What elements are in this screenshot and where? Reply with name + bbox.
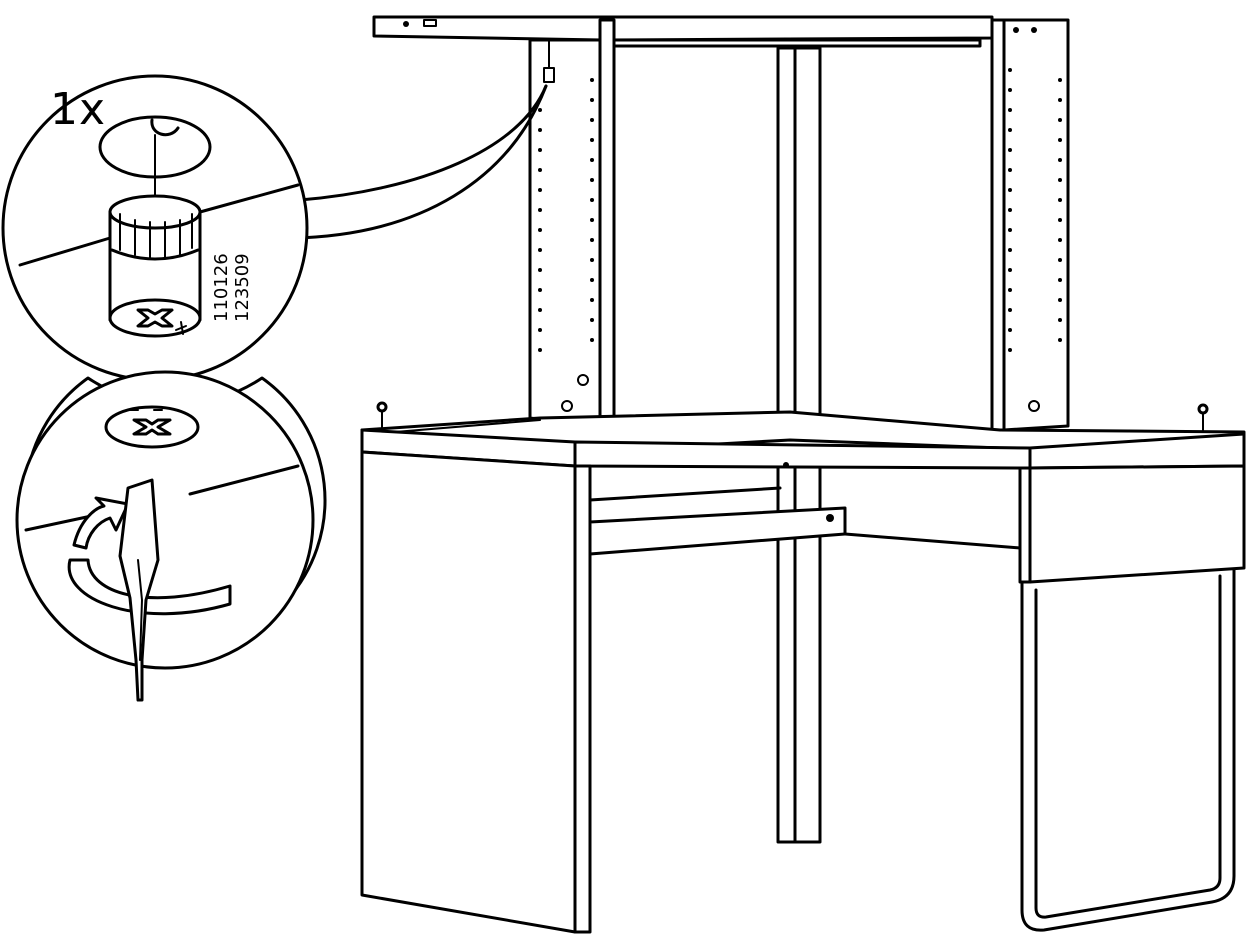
clockwise-arrow-icon — [67, 496, 232, 616]
hutch-side-panel-right — [990, 18, 1006, 432]
corner-leg-lower — [776, 460, 822, 844]
back-rail — [588, 506, 847, 556]
desk-right-metal-leg — [1020, 568, 1236, 932]
callout-connector — [298, 84, 548, 202]
cam-lock-fitting-icon — [108, 194, 202, 338]
desk-left-leg-panel — [360, 450, 577, 934]
detail-tighten-cam — [15, 370, 327, 702]
shelf-pin-holes — [403, 21, 1062, 522]
part-number-2: 123509 — [232, 253, 253, 322]
detail-insert-cam — [1, 74, 309, 382]
drawer-front — [1028, 464, 1246, 584]
screwdriver-icon — [118, 478, 160, 702]
corner-post — [776, 46, 822, 420]
hutch-top-shelf — [372, 15, 604, 42]
part-number-1: 110126 — [211, 253, 232, 322]
quantity-label: 1x — [50, 84, 107, 135]
corner-desk — [360, 15, 1246, 934]
